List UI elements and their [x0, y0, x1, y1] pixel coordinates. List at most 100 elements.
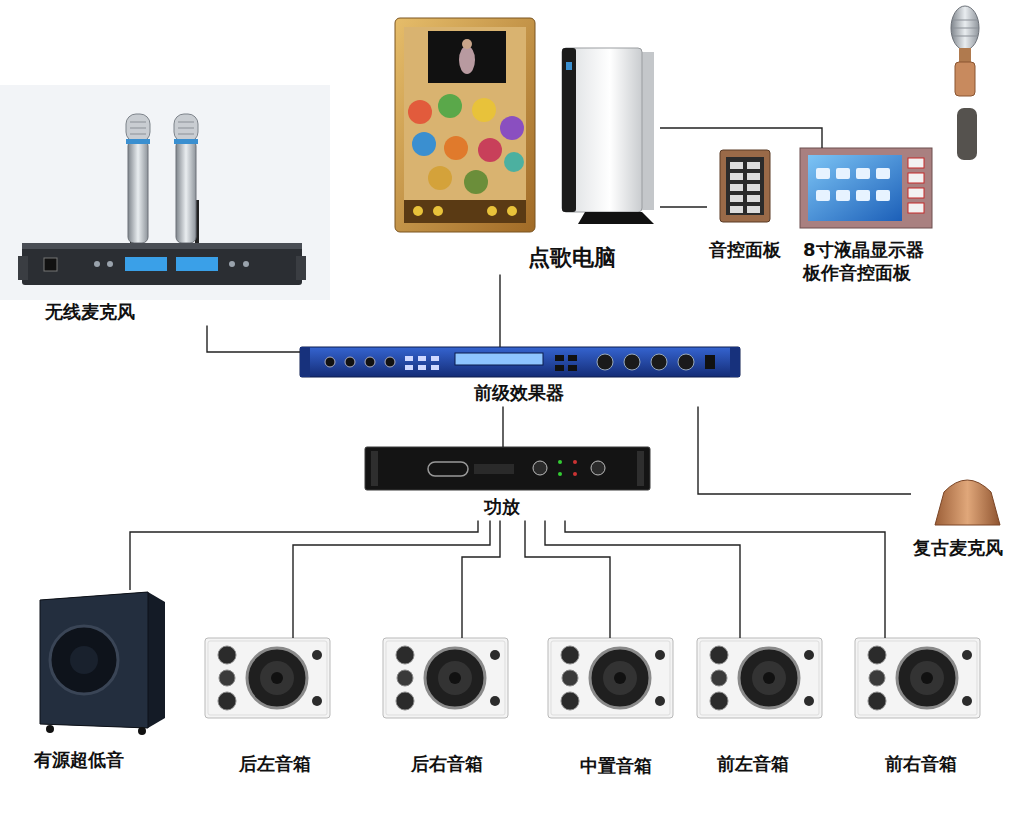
computer-tower-part: [566, 62, 572, 70]
effects-processor-part: [555, 355, 564, 361]
speaker-part: [855, 638, 980, 718]
lcd-panel-part: [856, 190, 870, 201]
effects-processor-part: [455, 353, 543, 365]
jukebox-tablet-part: [404, 200, 526, 223]
wireless-receiver-part: [178, 122, 194, 123]
control-panel-part: [730, 195, 743, 202]
control-panel-part: [747, 184, 760, 191]
wireless-receiver-part: [125, 257, 167, 271]
device-caption: 点歌电脑: [528, 244, 616, 273]
wireless-receiver-part: [130, 122, 146, 123]
wireless-receiver-part: [174, 139, 198, 144]
jukebox-tablet-part: [507, 206, 517, 216]
device-node: 中置音箱: [548, 638, 673, 780]
computer-tower-part: [562, 48, 642, 212]
lcd-panel-part: [836, 190, 850, 201]
device-caption: 前级效果器: [474, 381, 564, 404]
wireless-receiver-part: [243, 261, 249, 267]
effects-processor-part: [405, 365, 413, 370]
device-node: 音控面板: [707, 150, 783, 263]
signal-cable: [698, 406, 911, 494]
subwoofer: [40, 592, 165, 735]
lcd-panel-part: [836, 168, 850, 179]
wireless-receiver-part: [178, 134, 194, 135]
subwoofer-part: [46, 725, 54, 733]
power-amplifier-part: [428, 462, 468, 476]
device-caption: 后右音箱: [411, 752, 483, 775]
jukebox-tablet-part: [413, 206, 423, 216]
retro-microphone-part: [951, 6, 979, 50]
signal-cable: [130, 520, 478, 590]
speaker: [205, 638, 980, 718]
wireless-receiver-part: [94, 261, 100, 267]
device-caption: 后左音箱: [239, 752, 311, 775]
subwoofer-part: [40, 592, 148, 728]
jukebox-tablet-part: [472, 98, 496, 122]
retro-microphone-part: [935, 480, 1000, 525]
subwoofer-part: [40, 592, 165, 728]
effects-processor-part: [730, 347, 740, 377]
effects-processor-part: [651, 354, 667, 370]
power-amplifier-part: [591, 461, 605, 475]
jukebox-tablet-part: [444, 136, 468, 160]
signal-cable: [499, 275, 500, 347]
retro-microphone-part: [957, 108, 977, 160]
wireless-receiver-part: [128, 140, 148, 243]
control-panel-part: [730, 184, 743, 191]
speaker-part: [697, 638, 822, 718]
effects-processor-part: [431, 365, 439, 370]
signal-cable: [525, 520, 610, 638]
device-node: 8寸液晶显示器 板作音控面板: [800, 148, 955, 290]
effects-processor-part: [325, 357, 335, 367]
lcd-panel-part: [816, 190, 830, 201]
wireless-receiver-part: [44, 258, 57, 271]
wireless-receiver-part: [296, 256, 306, 280]
jukebox-tablet-part: [408, 100, 432, 124]
jukebox-tablet-part: [478, 138, 502, 162]
wireless-receiver-part: [176, 140, 196, 243]
power-amplifier-part: [474, 464, 514, 474]
signal-cable: [660, 128, 822, 148]
power-amplifier-part: [573, 472, 577, 476]
retro-microphone: [935, 6, 1000, 525]
effects-processor-part: [418, 365, 426, 370]
speaker-part: [548, 638, 673, 718]
jukebox-tablet-part: [395, 18, 535, 232]
jukebox-tablet-part: [428, 31, 506, 83]
effects-processor-part: [624, 354, 640, 370]
device-node: 前级效果器: [300, 347, 740, 406]
effects-processor-part: [405, 356, 413, 361]
wireless-receiver-part: [176, 257, 218, 271]
device-caption: 前左音箱: [717, 752, 789, 775]
signal-cable: [565, 520, 885, 638]
lcd-panel-part: [800, 148, 932, 228]
effects-processor-part: [705, 355, 715, 369]
device-caption: 前右音箱: [885, 752, 957, 775]
device-caption: 音控面板: [709, 238, 781, 261]
wireless-receiver-part: [174, 114, 198, 142]
jukebox-tablet-part: [464, 170, 488, 194]
wireless-receiver-part: [130, 134, 146, 135]
signal-cable: [207, 325, 300, 352]
device-caption: 有源超低音: [34, 748, 124, 771]
effects-processor-part: [300, 347, 740, 377]
power-amplifier-part: [533, 461, 547, 475]
device-node: 复古麦克风: [911, 5, 1005, 561]
wireless-receiver-part: [22, 243, 302, 285]
signal-cable: [293, 520, 490, 638]
effects-processor-part: [385, 357, 395, 367]
wireless-receiver-part: [18, 256, 28, 280]
computer-tower-part: [562, 48, 576, 212]
control-panel-part: [730, 162, 743, 169]
wireless-receiver-part: [107, 261, 113, 267]
device-node: 无线麦克风: [15, 85, 307, 325]
jukebox-tablet: [395, 18, 535, 232]
retro-microphone-part: [953, 36, 977, 37]
retro-microphone-part: [952, 28, 978, 29]
device-node: 有源超低音: [32, 590, 165, 773]
lcd-panel-part: [808, 155, 902, 221]
device-caption: 复古麦克风: [913, 536, 1003, 559]
wireless-receiver-part: [0, 85, 330, 300]
